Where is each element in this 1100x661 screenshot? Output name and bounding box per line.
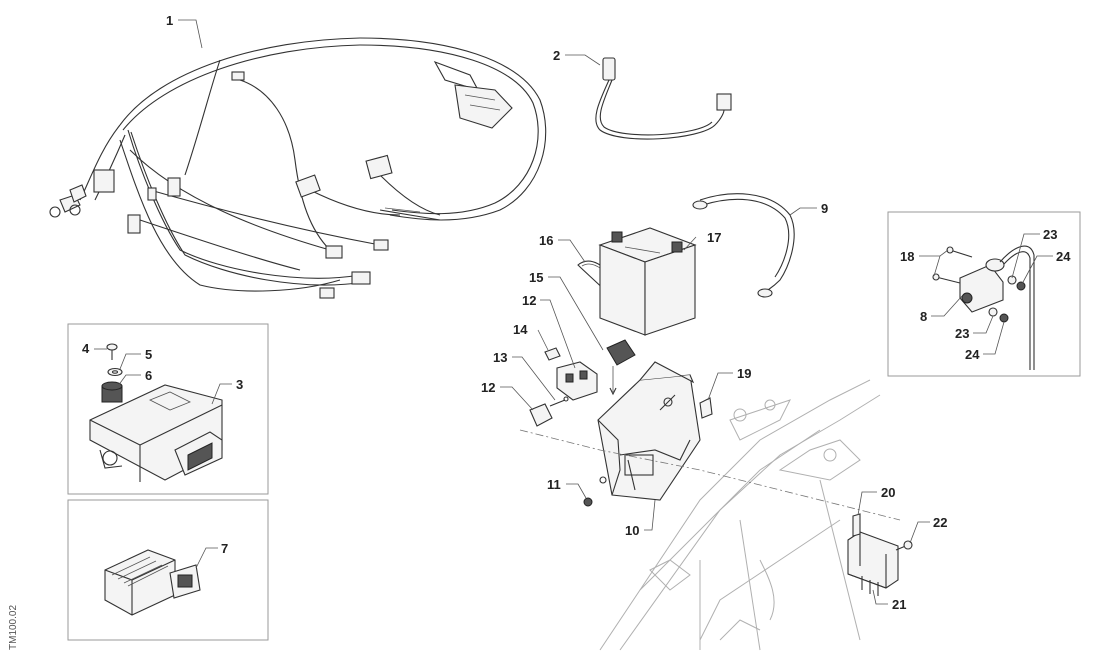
tray-clip — [699, 397, 713, 419]
ecu-washer — [107, 367, 123, 377]
inset-control-unit — [67, 323, 269, 495]
callout-23-bottom: 23 — [955, 326, 969, 341]
battery-cable — [692, 193, 795, 298]
harness-main-connector — [433, 60, 513, 129]
harness-connector — [351, 271, 371, 285]
callout-8: 8 — [920, 309, 927, 324]
callout-19: 19 — [737, 366, 751, 381]
ecu-grommet — [101, 381, 123, 403]
callout-15: 15 — [529, 270, 543, 285]
ignition-coil — [959, 245, 1035, 370]
callout-13: 13 — [493, 350, 507, 365]
callout-2: 2 — [553, 48, 560, 63]
callout-6: 6 — [145, 368, 152, 383]
callout-24-bottom: 24 — [965, 347, 980, 362]
screw — [549, 399, 566, 407]
callout-10: 10 — [625, 523, 639, 538]
callout-4: 4 — [82, 341, 90, 356]
harness-connector — [325, 245, 343, 259]
cable-connector — [716, 93, 732, 111]
callout-22: 22 — [933, 515, 947, 530]
harness-connector — [93, 169, 115, 193]
relay — [847, 513, 899, 596]
fuse-holder-bracket — [529, 403, 553, 427]
callout-7: 7 — [221, 541, 228, 556]
callout-16: 16 — [539, 233, 553, 248]
fuse-holder — [529, 347, 598, 427]
callout-5: 5 — [145, 347, 152, 362]
callout-20: 20 — [881, 485, 895, 500]
harness-connector — [231, 71, 245, 81]
callout-24-top: 24 — [1056, 249, 1071, 264]
ecu-screw — [106, 343, 118, 360]
callout-21: 21 — [892, 597, 906, 612]
motorcycle-frame — [599, 379, 881, 651]
callout-12-holder: 12 — [522, 293, 536, 308]
harness-ring-terminals — [49, 184, 87, 218]
callout-18: 18 — [900, 249, 914, 264]
relay-screw — [895, 540, 913, 551]
battery-tray — [597, 361, 701, 501]
fuse-clip — [544, 347, 561, 361]
callout-23-top: 23 — [1043, 227, 1057, 242]
callout-1: 1 — [166, 13, 173, 28]
leader-lines — [94, 19, 1053, 605]
main-wiring-harness — [49, 37, 547, 299]
coil-bolts — [932, 246, 973, 284]
harness-connector — [295, 174, 321, 198]
harness-connector — [167, 177, 181, 197]
harness-connector — [127, 214, 141, 234]
callout-labels: 1 2 3 4 5 6 7 8 9 10 11 12 12 13 14 15 1… — [82, 13, 1071, 612]
battery — [598, 227, 697, 336]
drawing-code: TM100.02 — [8, 605, 19, 650]
inset-ignition-coil — [887, 211, 1081, 377]
callout-17: 17 — [707, 230, 721, 245]
callout-12-bracket: 12 — [481, 380, 495, 395]
fuse — [606, 339, 636, 396]
harness-connector — [147, 187, 157, 201]
short-cable-assembly — [595, 57, 732, 140]
callout-14: 14 — [513, 322, 528, 337]
tray-nut — [583, 497, 593, 507]
voltage-regulator — [104, 549, 201, 616]
harness-connector — [319, 287, 335, 299]
callout-3: 3 — [236, 377, 243, 392]
callout-9: 9 — [821, 201, 828, 216]
harness-connector — [373, 239, 389, 251]
cable-plug — [602, 57, 616, 81]
relay-bracket — [852, 513, 861, 537]
inset-regulator — [67, 499, 269, 641]
callout-11: 11 — [547, 477, 561, 492]
harness-connector — [365, 154, 393, 180]
